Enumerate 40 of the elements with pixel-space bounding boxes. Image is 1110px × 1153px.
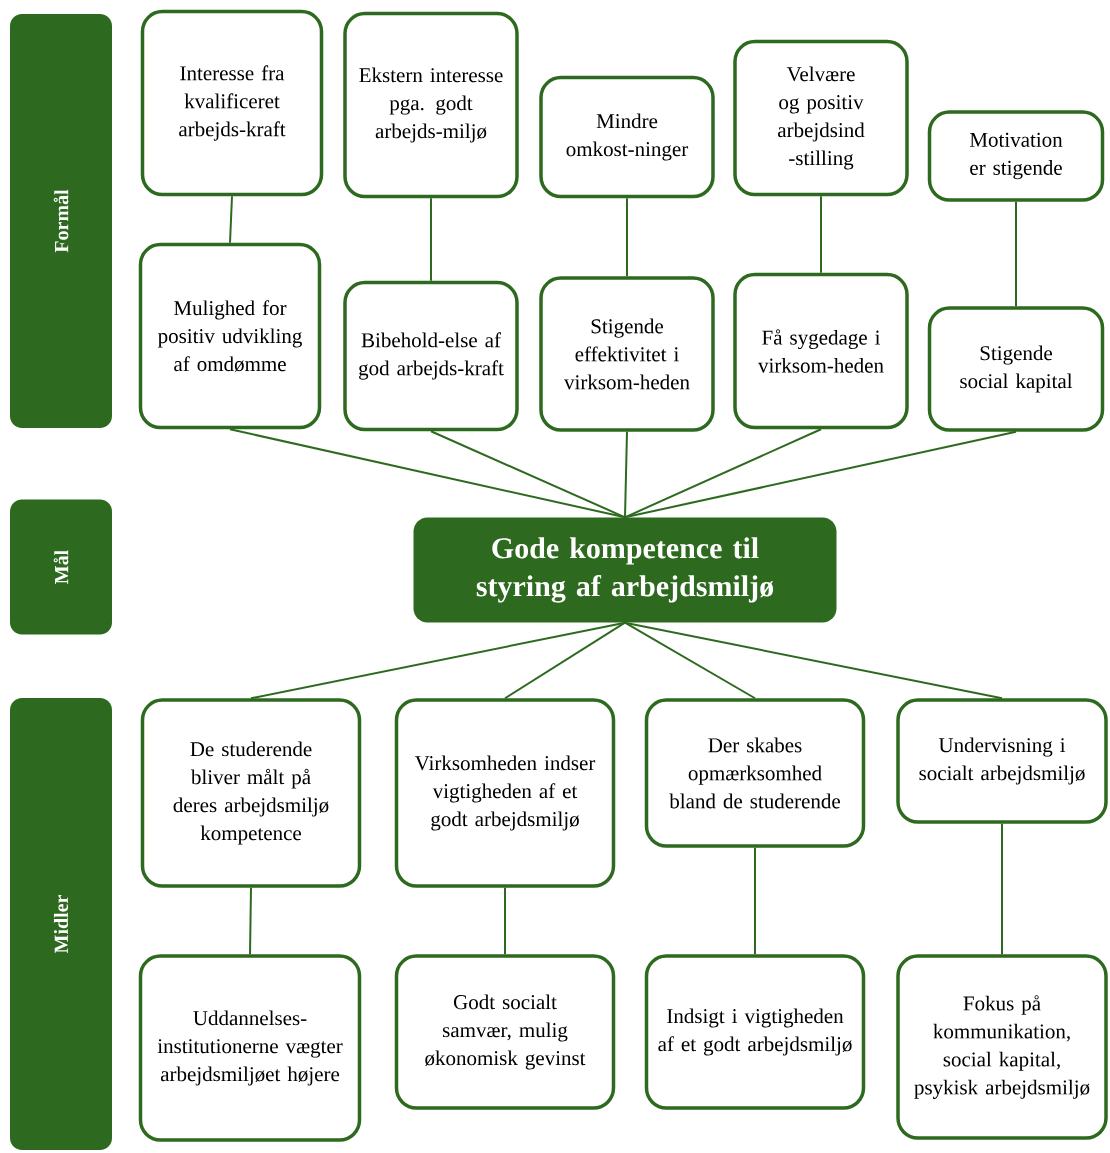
connector-line [624,430,1017,519]
connector-line [430,197,432,282]
section-band: Formål [10,14,112,428]
connector-line [820,195,822,274]
rounded-box: Bibehold-else af god arbejds-kraft [343,280,519,432]
connector-line [430,430,626,519]
rounded-box: Undervisning i socialt arbejdsmiljø [896,698,1108,824]
connector-line [1015,200,1017,308]
connector-line [504,621,626,700]
connector-line [754,846,756,956]
rounded-box: Ekstern interesse pga. godt arbejds-miljø [343,11,519,199]
rounded-box: Motivation er stigende [927,110,1105,202]
rounded-box: Der skabes opmærksomhed bland de studerende [644,698,866,848]
rounded-box: Velvære og positiv arbejdsind -stilling [733,39,909,197]
rounded-box: Mulighed for positiv udvikling af omdømme [138,242,322,430]
rounded-box: De studerende bliver målt på deres arbejdsmiljø kompetence [140,698,362,888]
connector-line [504,886,506,956]
connector-line [624,621,1003,700]
rounded-box: Uddannelses-institutionerne vægter arbejdsmiljøet højere [138,954,362,1142]
rounded-box: Mindre omkost-ninger [539,75,715,199]
connector-line [249,886,252,956]
rounded-box: Stigende effektivitet i virksom-heden [539,276,715,432]
section-band: Mål [10,499,112,635]
rounded-box: Interesse fra kvalificeret arbejds-kraft [140,9,324,197]
rounded-box: Virksomheden indser vigtigheden af et godt arbejdsmiljø [394,698,616,888]
goal-box: Gode kompetence til styring af arbejdsmiljø [413,517,837,623]
connector-line [624,621,756,700]
rounded-box: Godt socialt samvær, mulig økonomisk gevinst [394,954,616,1110]
connector-line [624,428,822,519]
section-band: Midler [10,698,112,1150]
connector-line [250,621,626,700]
rounded-box: Stigende social kapital [927,306,1105,432]
connector-line [229,428,626,519]
connector-line [624,430,628,519]
rounded-box: Fokus på kommunikation, social kapital, psykisk arbejdsmiljø [896,954,1108,1140]
connector-line [1001,822,1003,956]
connector-line [626,197,628,278]
rounded-box: Indsigt i vigtigheden af et godt arbejdsmiljø [644,954,866,1110]
connector-line [229,195,233,244]
rounded-box: Få sygedage i virksom-heden [733,272,909,430]
